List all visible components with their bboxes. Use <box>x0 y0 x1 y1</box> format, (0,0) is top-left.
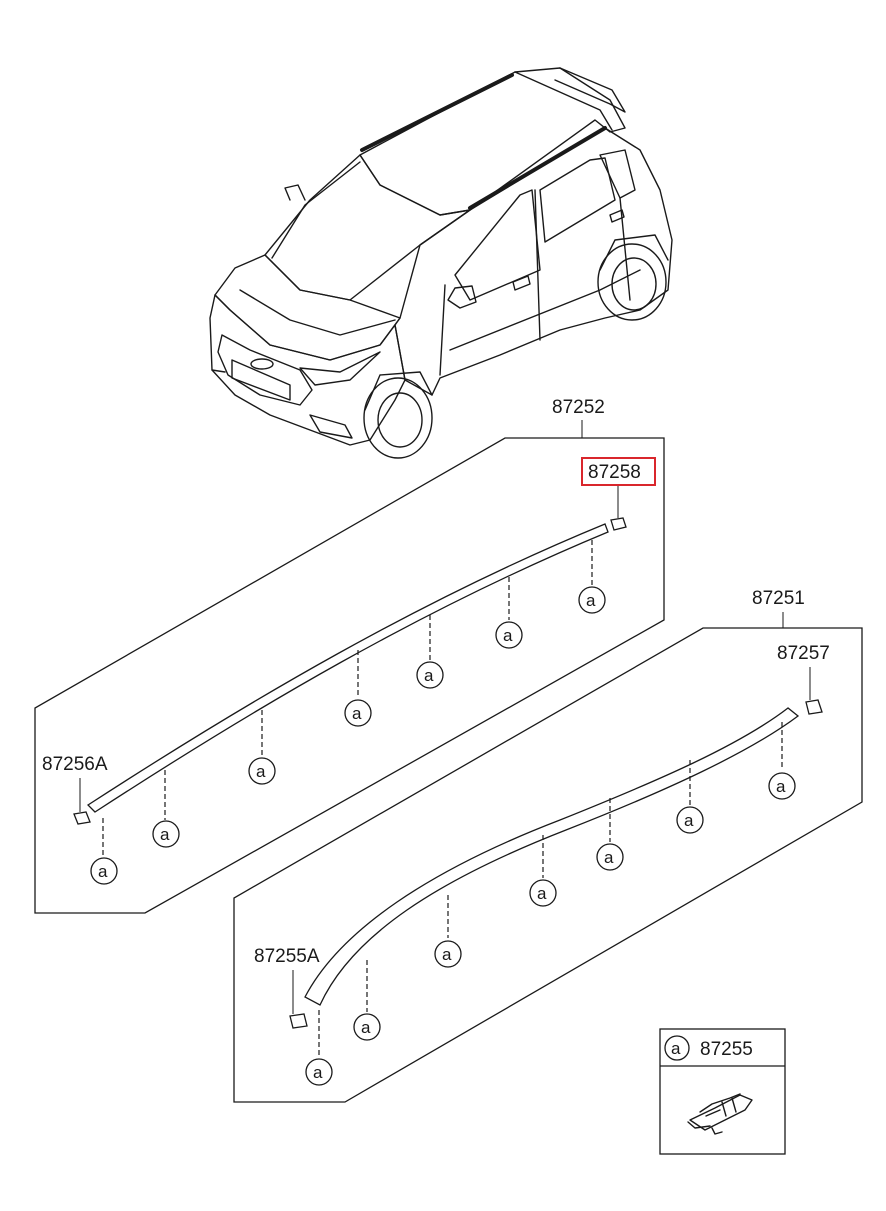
svg-text:a: a <box>361 1018 371 1037</box>
svg-text:a: a <box>313 1063 323 1082</box>
label-87257: 87257 <box>777 643 830 664</box>
left-assembly-frame <box>34 437 665 914</box>
clip-marker: a <box>676 806 704 834</box>
left-end-clip <box>610 517 627 531</box>
label-87255: 87255 <box>700 1039 753 1060</box>
label-87258[interactable]: 87258 <box>588 462 641 483</box>
left-roof-molding <box>86 523 609 813</box>
clip-part-drawing <box>687 1093 753 1135</box>
clip-marker: a <box>344 699 372 727</box>
clip-marker: a <box>416 661 444 689</box>
label-87252: 87252 <box>552 397 605 418</box>
legend-marker: a <box>664 1035 690 1061</box>
svg-text:a: a <box>586 591 596 610</box>
svg-text:a: a <box>442 945 452 964</box>
right-assembly-frame <box>233 627 863 1103</box>
svg-text:a: a <box>98 862 108 881</box>
right-assembly-group: 87251 87257 87255A a a a a a a a <box>233 588 863 1103</box>
left-front-clip <box>73 811 91 825</box>
clip-marker: a <box>495 621 523 649</box>
svg-text:a: a <box>684 811 694 830</box>
clip-marker: a <box>434 940 462 968</box>
svg-text:a: a <box>424 666 434 685</box>
svg-text:a: a <box>537 884 547 903</box>
clip-marker: a <box>596 843 624 871</box>
label-87256A: 87256A <box>42 754 108 775</box>
svg-text:a: a <box>604 848 614 867</box>
svg-text:a: a <box>160 825 170 844</box>
right-front-clip <box>289 1013 308 1029</box>
clip-marker: a <box>248 757 276 785</box>
svg-text:a: a <box>671 1039 681 1058</box>
label-87251: 87251 <box>752 588 805 609</box>
clip-marker: a <box>305 1058 333 1086</box>
highlight-box[interactable] <box>581 457 656 486</box>
svg-text:a: a <box>776 777 786 796</box>
clip-marker: a <box>578 586 606 614</box>
car-illustration <box>209 67 673 459</box>
svg-text:a: a <box>256 762 266 781</box>
clip-marker: a <box>768 772 796 800</box>
label-87255A: 87255A <box>254 946 320 967</box>
clip-marker: a <box>353 1013 381 1041</box>
legend-box: a 87255 <box>659 1028 786 1155</box>
clip-marker: a <box>90 857 118 885</box>
right-end-clip <box>805 699 823 715</box>
clip-marker: a <box>152 820 180 848</box>
right-roof-molding <box>304 707 800 1006</box>
svg-text:a: a <box>352 704 362 723</box>
clip-marker: a <box>529 879 557 907</box>
svg-text:a: a <box>503 626 513 645</box>
left-assembly-group: 87252 87258 87256A a a a a a a a <box>34 397 665 914</box>
